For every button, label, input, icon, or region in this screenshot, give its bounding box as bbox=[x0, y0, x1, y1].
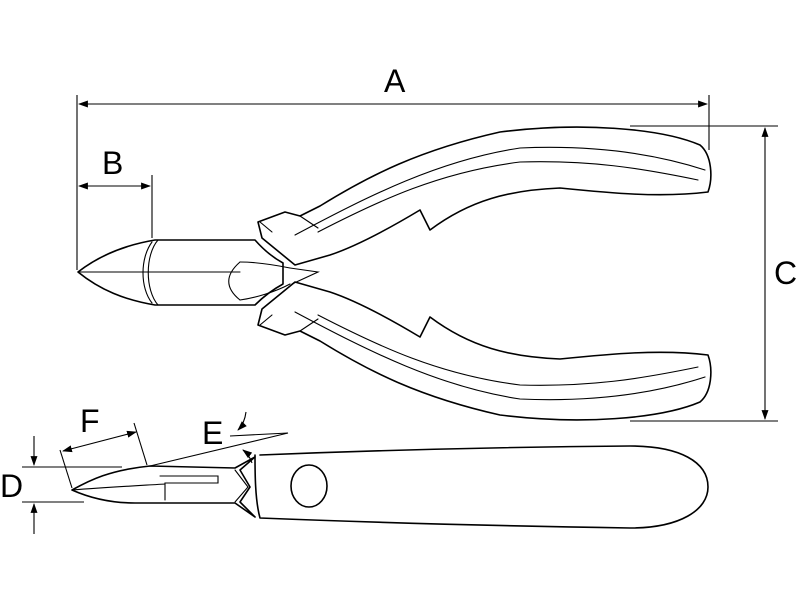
lower-handle bbox=[257, 281, 712, 421]
label-e: E bbox=[202, 415, 223, 451]
dimension-b: B bbox=[78, 145, 153, 238]
cutting-jaws bbox=[77, 239, 284, 306]
label-f: F bbox=[80, 403, 100, 439]
side-handle bbox=[254, 445, 709, 529]
jaw-ridge bbox=[147, 239, 159, 306]
pliers-top-view bbox=[77, 126, 712, 421]
dimension-a: A bbox=[76, 63, 710, 270]
label-a: A bbox=[384, 63, 406, 99]
side-jaw bbox=[71, 456, 256, 518]
label-d: D bbox=[0, 468, 23, 504]
pliers-side-view bbox=[71, 445, 709, 529]
label-c: C bbox=[774, 255, 797, 291]
dimension-e: E bbox=[149, 411, 289, 467]
dimension-f: F bbox=[59, 403, 148, 489]
dimension-d: D bbox=[0, 436, 122, 534]
upper-handle bbox=[257, 126, 712, 266]
pivot-joint bbox=[228, 261, 241, 301]
label-b: B bbox=[102, 145, 123, 181]
dimension-c: C bbox=[630, 125, 797, 422]
jaw-step bbox=[159, 475, 219, 501]
side-rivet bbox=[290, 464, 328, 508]
